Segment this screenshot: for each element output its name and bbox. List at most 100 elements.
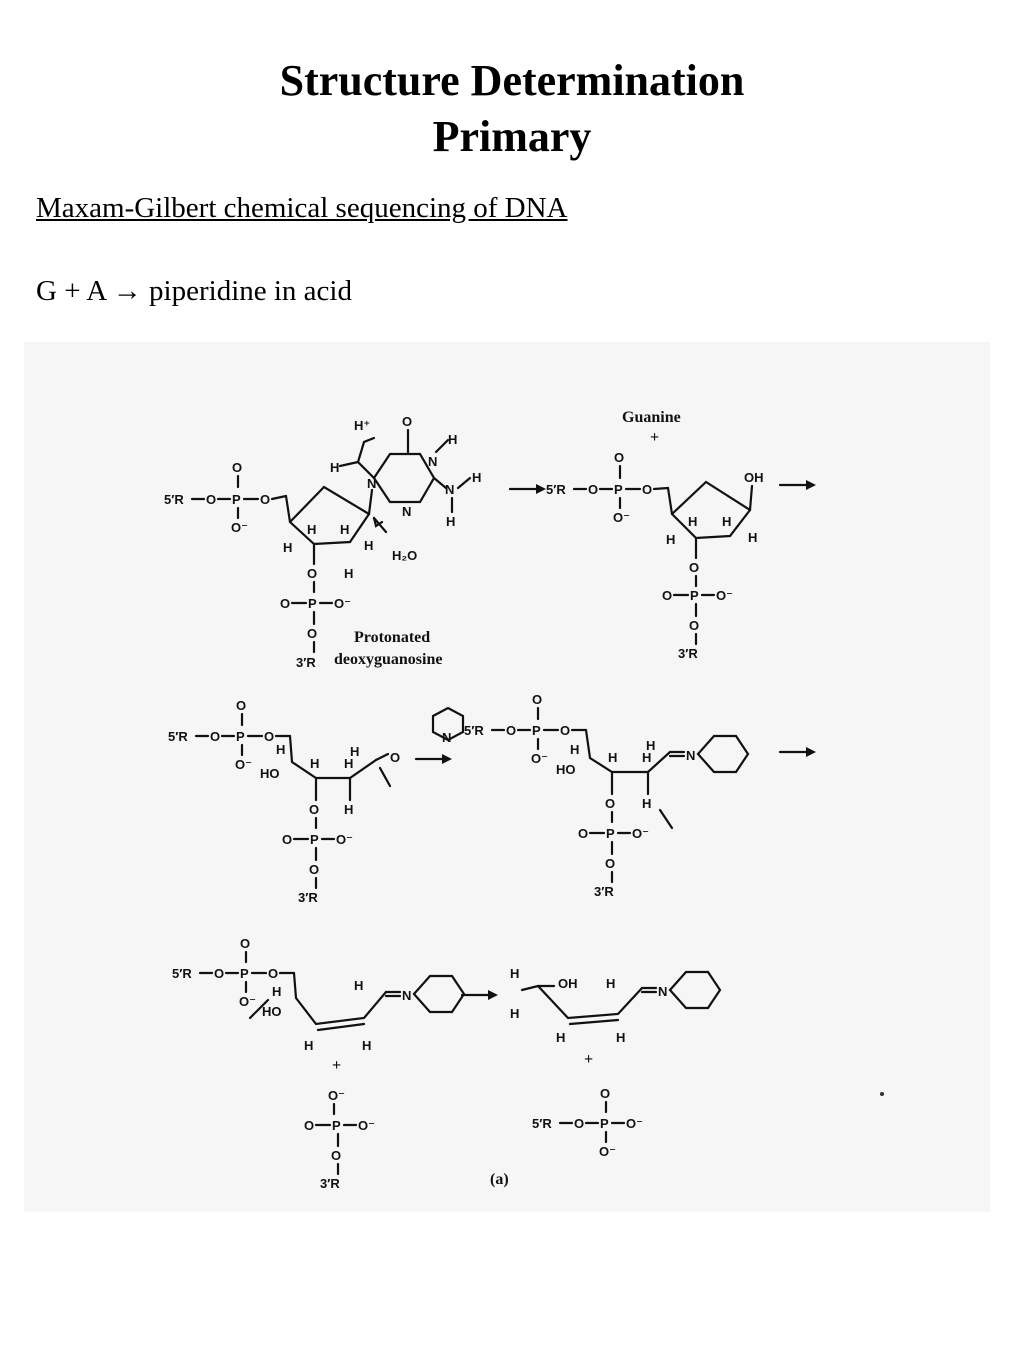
svg-text:P: P: [332, 1118, 341, 1133]
svg-text:O: O: [206, 492, 216, 507]
svg-text:O: O: [689, 618, 699, 633]
svg-text:+: +: [584, 1051, 593, 1068]
reaction-line: G + A → piperidine in acid: [36, 275, 352, 308]
mechanism-figure: 5′R O P O O⁻ O H H H H H O O P O⁻ O 3′R …: [24, 342, 990, 1212]
svg-text:P: P: [614, 482, 623, 497]
water-label: H₂O: [392, 548, 417, 563]
svg-text:O: O: [264, 729, 274, 744]
svg-text:H: H: [354, 978, 363, 993]
svg-text:O: O: [506, 723, 516, 738]
svg-text:O⁻: O⁻: [632, 826, 649, 841]
svg-text:O: O: [214, 966, 224, 981]
svg-text:O⁻: O⁻: [626, 1116, 643, 1131]
svg-text:H: H: [446, 514, 455, 529]
label-deoxyguanosine: deoxyguanosine: [334, 651, 442, 668]
svg-text:H: H: [340, 522, 349, 537]
svg-text:O: O: [614, 450, 624, 465]
svg-text:O: O: [605, 796, 615, 811]
svg-text:5′R: 5′R: [172, 966, 192, 981]
svg-text:P: P: [600, 1116, 609, 1131]
svg-text:O: O: [236, 698, 246, 713]
svg-text:O: O: [232, 460, 242, 475]
svg-text:O⁻: O⁻: [328, 1088, 345, 1103]
elimination-step: 5′R O P O O⁻ O H HO H H H N + O⁻ O P O⁻ …: [172, 936, 466, 1191]
svg-text:O: O: [560, 723, 570, 738]
svg-text:OH: OH: [744, 470, 764, 485]
svg-text:H: H: [304, 1038, 313, 1053]
iminium-intermediate: 5′R O P O O⁻ O H HO H H H N O H O P O⁻ O: [464, 692, 750, 899]
svg-text:H: H: [448, 432, 457, 447]
svg-text:H: H: [606, 976, 615, 991]
svg-text:O: O: [309, 802, 319, 817]
svg-text:P: P: [690, 588, 699, 603]
svg-text:O⁻: O⁻: [358, 1118, 375, 1133]
svg-text:H: H: [616, 1030, 625, 1045]
svg-text:H: H: [310, 756, 319, 771]
open-chain-aldehyde: 5′R O P O O⁻ O H HO H H H O O H O P O⁻ O…: [168, 698, 400, 905]
reaction-reagent: G + A: [36, 275, 106, 307]
svg-text:O⁻: O⁻: [334, 596, 351, 611]
svg-text:H: H: [722, 514, 731, 529]
svg-text:O: O: [282, 832, 292, 847]
svg-text:P: P: [232, 492, 241, 507]
svg-text:H: H: [344, 802, 353, 817]
svg-text:P: P: [310, 832, 319, 847]
svg-text:H: H: [510, 966, 519, 981]
svg-text:O⁻: O⁻: [716, 588, 733, 603]
svg-text:H: H: [748, 530, 757, 545]
depurinated-sugar: Guanine + 5′R O P O O⁻ O H H H H OH O O …: [546, 409, 764, 661]
page-title: Structure Determination: [279, 56, 745, 105]
svg-text:O: O: [600, 1086, 610, 1101]
svg-text:N: N: [658, 984, 667, 999]
svg-text:O: O: [642, 482, 652, 497]
svg-text:H: H: [666, 532, 675, 547]
svg-text:H: H: [642, 796, 651, 811]
svg-text:HO: HO: [556, 762, 576, 777]
five-prime-r-1: 5′R: [164, 492, 184, 507]
svg-text:H: H: [283, 540, 292, 555]
svg-text:HO: HO: [260, 766, 280, 781]
svg-text:N: N: [402, 988, 411, 1003]
svg-text:O⁻: O⁻: [613, 510, 630, 525]
svg-text:H: H: [646, 738, 655, 753]
svg-text:O: O: [307, 626, 317, 641]
svg-text:N: N: [428, 454, 437, 469]
svg-text:O: O: [240, 936, 250, 951]
svg-text:O: O: [307, 566, 317, 581]
svg-text:5′R: 5′R: [464, 723, 484, 738]
svg-text:O: O: [210, 729, 220, 744]
svg-text:H: H: [472, 470, 481, 485]
label-guanine: Guanine: [622, 409, 681, 426]
svg-text:HO: HO: [262, 1004, 282, 1019]
svg-text:3′R: 3′R: [678, 646, 698, 661]
svg-text:3′R: 3′R: [298, 890, 318, 905]
svg-text:P: P: [240, 966, 249, 981]
svg-text:H: H: [364, 538, 373, 553]
svg-text:3′R: 3′R: [594, 884, 614, 899]
svg-text:O⁻: O⁻: [599, 1144, 616, 1159]
svg-text:H: H: [556, 1030, 565, 1045]
panel-caption: (a): [490, 1171, 509, 1188]
svg-text:O⁻: O⁻: [235, 757, 252, 772]
svg-text:O: O: [578, 826, 588, 841]
svg-text:N: N: [402, 504, 411, 519]
svg-text:N: N: [442, 730, 451, 745]
svg-text:N: N: [445, 482, 454, 497]
svg-text:N: N: [686, 748, 695, 763]
svg-text:5′R: 5′R: [168, 729, 188, 744]
svg-text:P: P: [308, 596, 317, 611]
svg-text:O: O: [402, 414, 412, 429]
svg-text:O: O: [304, 1118, 314, 1133]
svg-text:O: O: [532, 692, 542, 707]
three-prime-r-1: 3′R: [296, 655, 316, 670]
label-plus-guanine: +: [650, 429, 659, 446]
svg-text:O⁻: O⁻: [336, 832, 353, 847]
svg-text:5′R: 5′R: [532, 1116, 552, 1131]
label-protonated: Protonated: [354, 629, 430, 646]
svg-text:O: O: [689, 560, 699, 575]
svg-text:O: O: [390, 750, 400, 765]
svg-text:O: O: [331, 1148, 341, 1163]
svg-text:O: O: [662, 588, 672, 603]
reaction-condition: piperidine in acid: [149, 275, 352, 307]
svg-text:H: H: [510, 1006, 519, 1021]
